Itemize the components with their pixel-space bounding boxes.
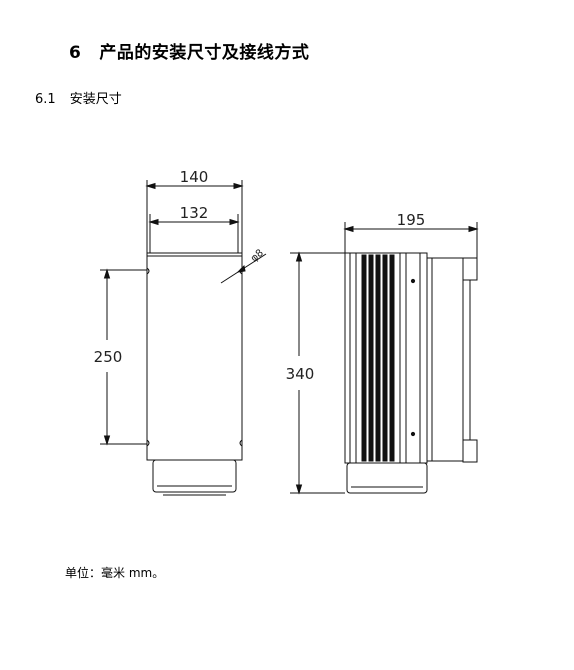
side-bracket-outline	[426, 257, 464, 462]
dim-140-arrow-left	[145, 182, 156, 190]
front-view	[100, 180, 267, 496]
front-slot-bottom-right	[239, 439, 243, 447]
dim-132-arrow-left	[148, 218, 159, 226]
hole-leader-arrow	[236, 264, 246, 273]
dim-340-label: 340	[286, 365, 315, 383]
side-screw-bottom	[410, 431, 416, 437]
front-slot-bottom-left	[146, 439, 150, 447]
side-view	[290, 222, 479, 495]
front-slot-top-left	[146, 267, 150, 275]
side-screw-top	[410, 278, 416, 284]
section-number: 6	[69, 43, 82, 63]
side-hinge-bottom	[462, 439, 478, 463]
side-fin-2	[368, 254, 374, 462]
section-heading: 6 产品的安装尺寸及接线方式	[69, 38, 309, 63]
dim-195-arrow-right	[468, 225, 479, 233]
side-hinge-top	[462, 257, 478, 281]
dim-140-arrow-right	[233, 182, 244, 190]
dim-340-arrow-bottom	[295, 484, 303, 495]
dim-250-arrow-top	[103, 268, 111, 279]
side-base	[346, 462, 428, 494]
dim-140-label: 140	[180, 168, 209, 186]
subsection-number: 6.1	[35, 92, 56, 107]
dim-195-arrow-left	[343, 225, 354, 233]
section-title: 产品的安装尺寸及接线方式	[99, 43, 310, 63]
side-fin-3	[375, 254, 381, 462]
unit-note: 单位：毫米 mm。	[65, 566, 165, 580]
subsection-heading: 6.1 安装尺寸	[35, 88, 122, 107]
subsection-title: 安装尺寸	[69, 92, 122, 107]
dim-250-arrow-bottom	[103, 435, 111, 446]
side-fin-4	[382, 254, 388, 462]
dim-250-label: 250	[94, 348, 123, 366]
dim-340-arrow-top	[295, 251, 303, 262]
hole-diameter-label: φ8	[249, 248, 266, 265]
dim-195-label: 195	[397, 211, 426, 229]
dim-132-label: 132	[180, 204, 209, 222]
front-base	[152, 459, 237, 493]
dim-132-arrow-right	[229, 218, 240, 226]
side-fin-1	[361, 254, 367, 462]
front-body-outline	[146, 252, 243, 461]
side-fin-5	[389, 254, 395, 462]
